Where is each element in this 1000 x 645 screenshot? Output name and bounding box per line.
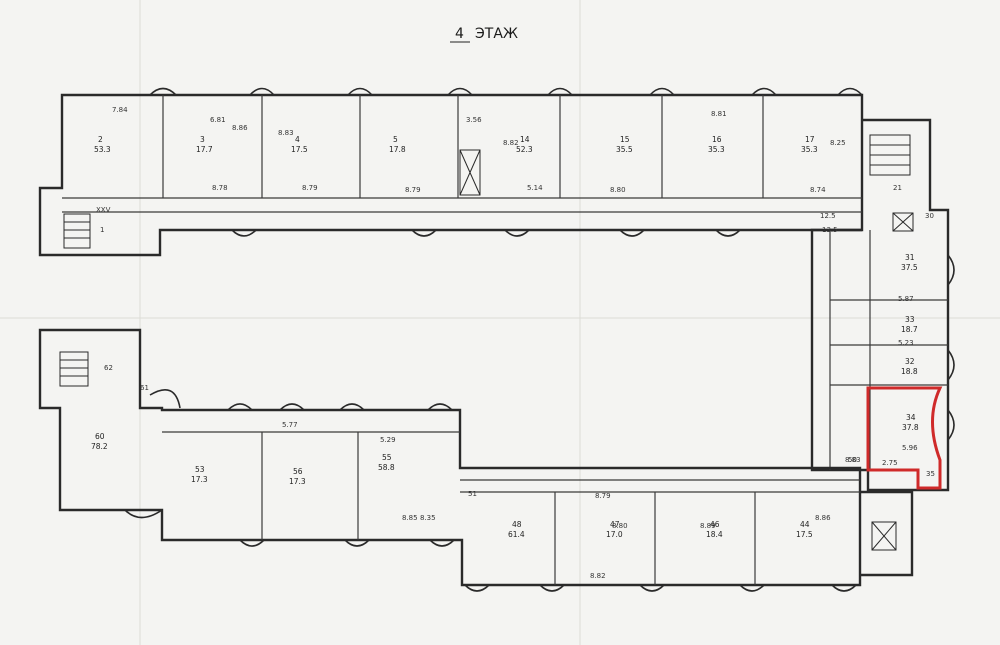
- dimension: 8.79: [595, 492, 611, 500]
- dimension: 13.5: [822, 226, 838, 234]
- room-area: 35.3: [801, 145, 818, 154]
- room-area: 17.3: [191, 475, 208, 484]
- floor-title: 4 ЭТАЖ: [450, 26, 518, 43]
- dimension: 8.83: [845, 456, 861, 464]
- highlighted-room-outline: [866, 386, 943, 490]
- room-area: 37.8: [902, 423, 919, 432]
- dimension: 8.80: [610, 186, 626, 194]
- room-area: 18.4: [706, 530, 723, 539]
- room-label: 30: [925, 212, 934, 220]
- room-label: 62: [104, 364, 113, 372]
- room-area: 37.5: [901, 263, 918, 272]
- room-label: 21: [893, 184, 902, 192]
- dimension: 5.87: [898, 295, 914, 303]
- room-area: 58.8: [378, 463, 395, 472]
- room-area: 52.3: [516, 145, 533, 154]
- room-area: 17.3: [289, 477, 306, 486]
- room-area: 18.7: [901, 325, 918, 334]
- room-number: 47: [610, 520, 620, 529]
- dimension: 8.86: [815, 514, 831, 522]
- dimension: 5.77: [282, 421, 298, 429]
- room-labels: 253.3317.7417.5517.81452.31535.51635.317…: [91, 135, 919, 539]
- room-number: 46: [710, 520, 720, 529]
- room-area: 61.4: [508, 530, 525, 539]
- misc-labels: XXV 1 21 30 62 61 35 50 51: [96, 184, 935, 498]
- dimension: 12.5: [820, 212, 836, 220]
- room-number: 16: [712, 135, 722, 144]
- room-number: 56: [293, 467, 303, 476]
- dimension: 2.75: [882, 459, 898, 467]
- floor-number: 4: [455, 26, 464, 42]
- room-label: 50: [848, 456, 857, 464]
- dimension-labels: 7.84 6.81 8.86 8.83 3.56 8.82 8.81 8.25 8.78 8.79…: [112, 106, 918, 580]
- room-number: 33: [905, 315, 915, 324]
- room-area: 53.3: [94, 145, 111, 154]
- dimension: 5.14: [527, 184, 543, 192]
- dimension: 5.29: [380, 436, 396, 444]
- dimension: 8.83: [278, 129, 294, 137]
- room-area: 17.5: [291, 145, 308, 154]
- room-number: 32: [905, 357, 915, 366]
- room-area: 35.3: [708, 145, 725, 154]
- dimension: 3.56: [466, 116, 482, 124]
- dimension: 8.81: [711, 110, 727, 118]
- room-number: 2: [98, 135, 103, 144]
- dimension: 6.81: [210, 116, 226, 124]
- room-number: 53: [195, 465, 205, 474]
- dimension: 8.85: [402, 514, 418, 522]
- room-area: 17.7: [196, 145, 213, 154]
- room-label: 51: [468, 490, 477, 498]
- dimension: 8.35: [420, 514, 436, 522]
- dimension: 8.86: [232, 124, 248, 132]
- dimension: 8.82: [590, 572, 606, 580]
- dimension: 8.82: [503, 139, 519, 147]
- room-label: 1: [100, 226, 104, 234]
- dimension: 8.78: [212, 184, 228, 192]
- room-number: 60: [95, 432, 105, 441]
- room-number: 17: [805, 135, 815, 144]
- room-number: 4: [295, 135, 300, 144]
- dimension: 5.23: [898, 339, 914, 347]
- right-wing: [810, 118, 955, 492]
- dimension: 8.25: [830, 139, 846, 147]
- room-number: 15: [620, 135, 630, 144]
- top-wing: [38, 87, 864, 257]
- room-number: 55: [382, 453, 392, 462]
- dimension: 8.74: [810, 186, 826, 194]
- room-area: 17.8: [389, 145, 406, 154]
- dimension: 8.89: [700, 522, 716, 530]
- room-area: 78.2: [91, 442, 108, 451]
- room-number: 44: [800, 520, 810, 529]
- bottom-wing: [38, 328, 914, 592]
- room-area: 17.5: [796, 530, 813, 539]
- room-number: 34: [906, 413, 916, 422]
- dimension: 5.96: [902, 444, 918, 452]
- room-area: 18.8: [901, 367, 918, 376]
- room-area: 35.5: [616, 145, 633, 154]
- room-number: 48: [512, 520, 522, 529]
- room-number: 31: [905, 253, 915, 262]
- dimension: 7.84: [112, 106, 128, 114]
- floor-label: ЭТАЖ: [475, 26, 518, 42]
- room-label: 61: [140, 384, 149, 392]
- room-label: XXV: [96, 206, 111, 214]
- room-number: 3: [200, 135, 205, 144]
- room-number: 14: [520, 135, 530, 144]
- dimension: 8.79: [405, 186, 421, 194]
- room-area: 17.0: [606, 530, 623, 539]
- dimension: 8.80: [612, 522, 628, 530]
- room-number: 5: [393, 135, 398, 144]
- room-label: 35: [926, 470, 935, 478]
- dimension: 8.79: [302, 184, 318, 192]
